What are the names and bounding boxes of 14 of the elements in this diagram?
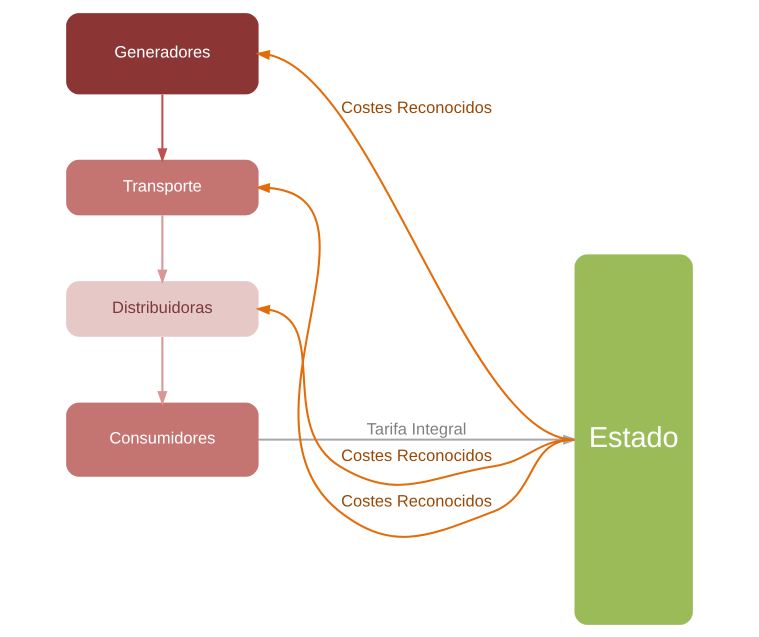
arrow [157,215,168,284]
edge-label: Costes Reconocidos [341,98,492,117]
node-box: Estado [574,254,693,624]
arrow [255,182,575,538]
node-box: Distribuidoras [66,280,259,336]
node-box: Consumidores [66,402,259,476]
arrow [255,304,575,486]
node-box: Transporte [66,159,259,215]
edge-label: Tarifa Integral [366,420,466,438]
edge-label: Costes Reconocidos [341,446,492,465]
node-box: Generadores [66,12,259,94]
arrow [157,336,168,406]
edge-label: Costes Reconocidos [341,492,492,510]
arrow [157,94,168,162]
